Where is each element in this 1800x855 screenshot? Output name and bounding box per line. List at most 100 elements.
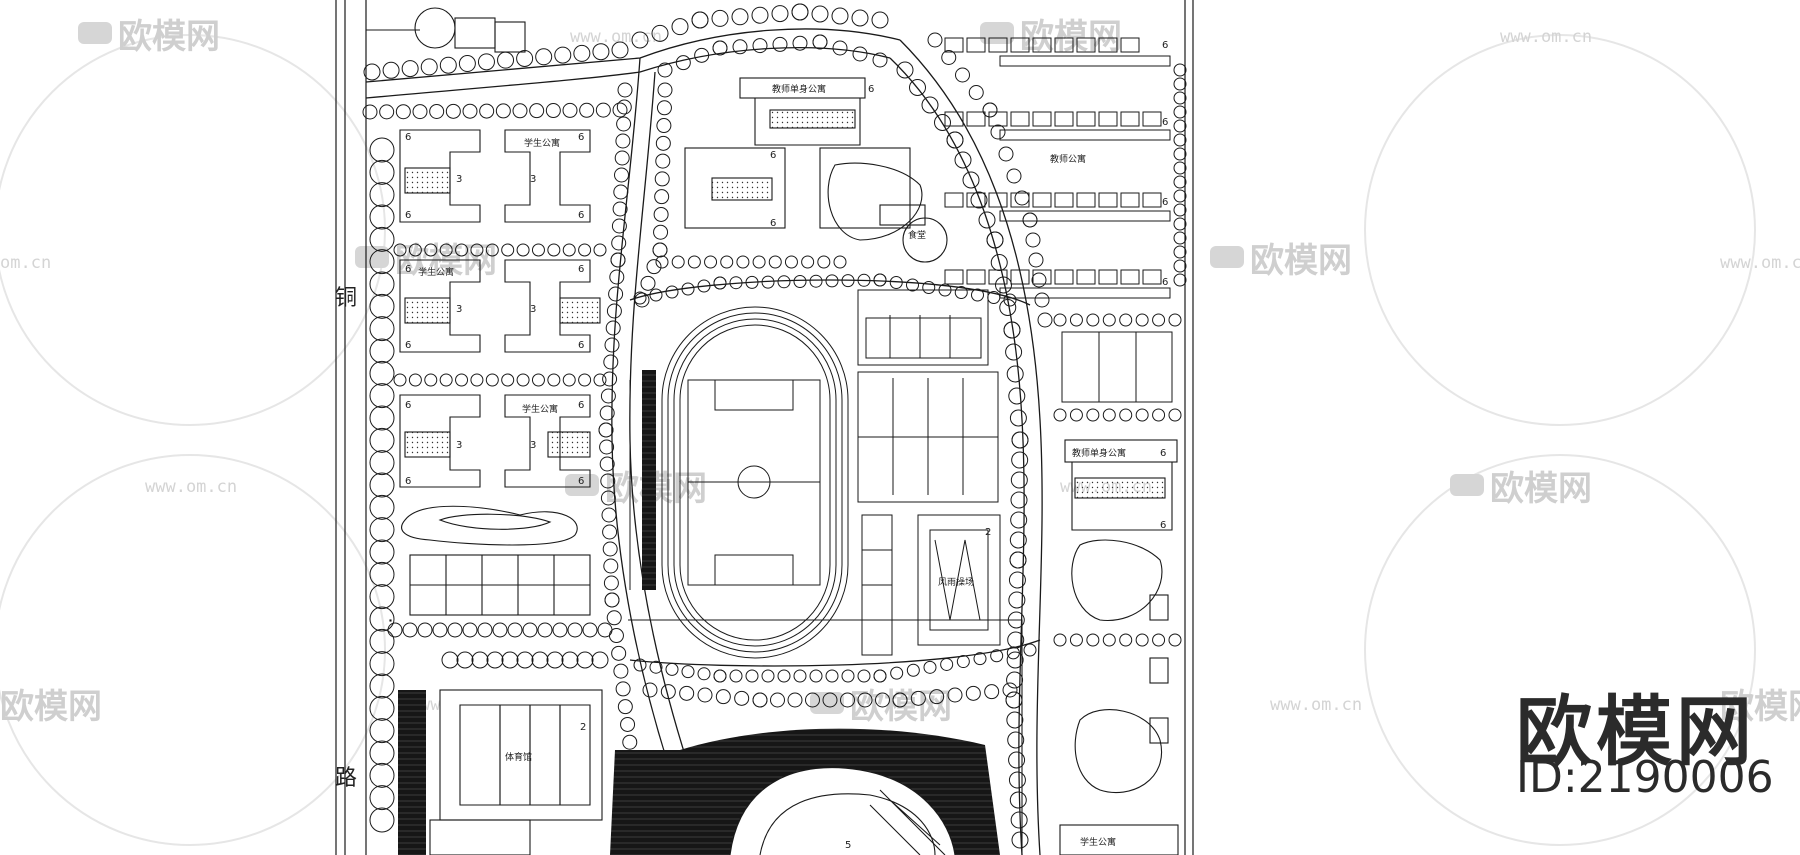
tree-symbol: [1086, 408, 1100, 422]
tree-symbol: [772, 36, 788, 52]
floor-5: 5: [845, 840, 851, 851]
tree-symbol: [369, 584, 395, 610]
tree-symbol: [492, 622, 508, 638]
tree-symbol: [369, 271, 395, 297]
watermark-logo: 欧模网: [1720, 687, 1800, 727]
student-apartments-left: [399, 129, 601, 616]
tree-symbol: [1011, 451, 1029, 469]
tree-symbol: [711, 9, 729, 27]
floor-6: 6: [1162, 40, 1168, 51]
tree-symbol: [606, 303, 622, 319]
rowhouse-unit: [1032, 269, 1052, 285]
tree-symbol: [971, 288, 984, 302]
tree-symbol: [973, 652, 987, 666]
tree-symbol: [1173, 231, 1187, 245]
tree-symbol: [369, 182, 395, 208]
tree-symbol: [1086, 313, 1100, 327]
tree-symbol: [697, 279, 711, 293]
tree-symbol: [512, 103, 528, 119]
tree-symbol: [420, 58, 438, 76]
watermark-url: www.om.cn: [145, 477, 237, 497]
tree-symbol: [1168, 313, 1182, 327]
gymnasium-area: [389, 619, 1023, 855]
rowhouse-unit: [999, 210, 1171, 222]
floor-6: 6: [405, 210, 411, 221]
rowhouse-unit: [1032, 192, 1052, 208]
tree-symbol: [1135, 313, 1149, 327]
tree-symbol: [681, 282, 695, 296]
watermark-url: www.om.cn: [570, 27, 662, 47]
tree-symbol: [614, 167, 629, 183]
tree-symbol: [654, 171, 670, 187]
rowhouse-unit: [999, 287, 1171, 299]
tree-symbol: [1152, 408, 1166, 422]
rowhouse-unit: [966, 269, 986, 285]
tree-symbol: [611, 218, 627, 234]
tree-symbol: [761, 275, 775, 289]
tree-symbol: [393, 243, 407, 257]
tree-symbol: [657, 82, 673, 98]
tree-symbol: [471, 651, 489, 669]
tree-symbol: [809, 669, 823, 683]
tree-symbol: [653, 224, 669, 240]
rowhouse-unit: [1098, 111, 1118, 127]
tree-symbol: [369, 383, 395, 409]
tree-symbol: [455, 243, 469, 257]
tree-symbol: [591, 651, 609, 669]
tree-symbol: [516, 373, 530, 387]
tree-symbol: [516, 651, 534, 669]
tree-symbol: [603, 354, 619, 370]
tree-symbol: [909, 79, 926, 96]
tree-symbol: [613, 663, 629, 679]
tree-symbol: [665, 285, 679, 299]
tree-symbol: [439, 243, 453, 257]
tree-symbol: [603, 575, 619, 591]
tree-symbol: [576, 651, 594, 669]
tree-symbol: [602, 541, 618, 557]
tree-symbol: [1173, 175, 1187, 189]
tree-symbol: [984, 684, 1000, 700]
tree-symbol: [573, 44, 591, 62]
tree-symbol: [812, 34, 828, 50]
tree-symbol: [1102, 313, 1116, 327]
floor-6: 6: [868, 84, 874, 95]
floor-6: 6: [405, 340, 411, 351]
tree-symbol: [1008, 751, 1026, 769]
tree-symbol: [1173, 105, 1187, 119]
tree-symbol: [603, 558, 619, 574]
running-track: [629, 306, 849, 659]
tree-symbol: [873, 669, 887, 683]
rowhouse-unit: [1142, 111, 1162, 127]
watermark-url: www.om.cn: [1270, 695, 1362, 715]
tree-symbol: [793, 669, 807, 683]
tree-symbol: [369, 740, 395, 766]
tree-symbol: [822, 692, 838, 708]
tree-symbol: [516, 49, 534, 67]
tree-symbol: [614, 150, 630, 166]
rowhouse-unit: [944, 192, 964, 208]
tree-symbol: [562, 102, 578, 118]
tree-symbol: [412, 104, 428, 120]
rowhouse-unit: [1032, 37, 1052, 53]
brand-id-text: ID:2190006: [1516, 752, 1774, 803]
tree-symbol: [671, 18, 689, 36]
tree-symbol: [593, 373, 607, 387]
rowhouse-unit: [1120, 111, 1140, 127]
label-canteen: 食堂: [908, 229, 926, 241]
rowhouse-unit: [966, 111, 986, 127]
tree-symbol: [921, 96, 939, 114]
tree-symbol: [679, 685, 695, 701]
tree-symbol: [1053, 633, 1067, 647]
tree-symbol: [486, 651, 504, 669]
tree-symbol: [439, 56, 457, 74]
tree-symbol: [582, 622, 598, 638]
tree-symbol: [954, 151, 972, 169]
tree-symbol: [923, 660, 937, 674]
tree-symbol: [501, 651, 519, 669]
floor-3: 3: [456, 304, 462, 315]
tree-symbol: [617, 699, 633, 715]
rowhouse-unit: [1010, 192, 1030, 208]
tree-symbol: [896, 61, 914, 79]
tree-symbol: [369, 494, 395, 520]
tree-symbol: [851, 9, 869, 27]
